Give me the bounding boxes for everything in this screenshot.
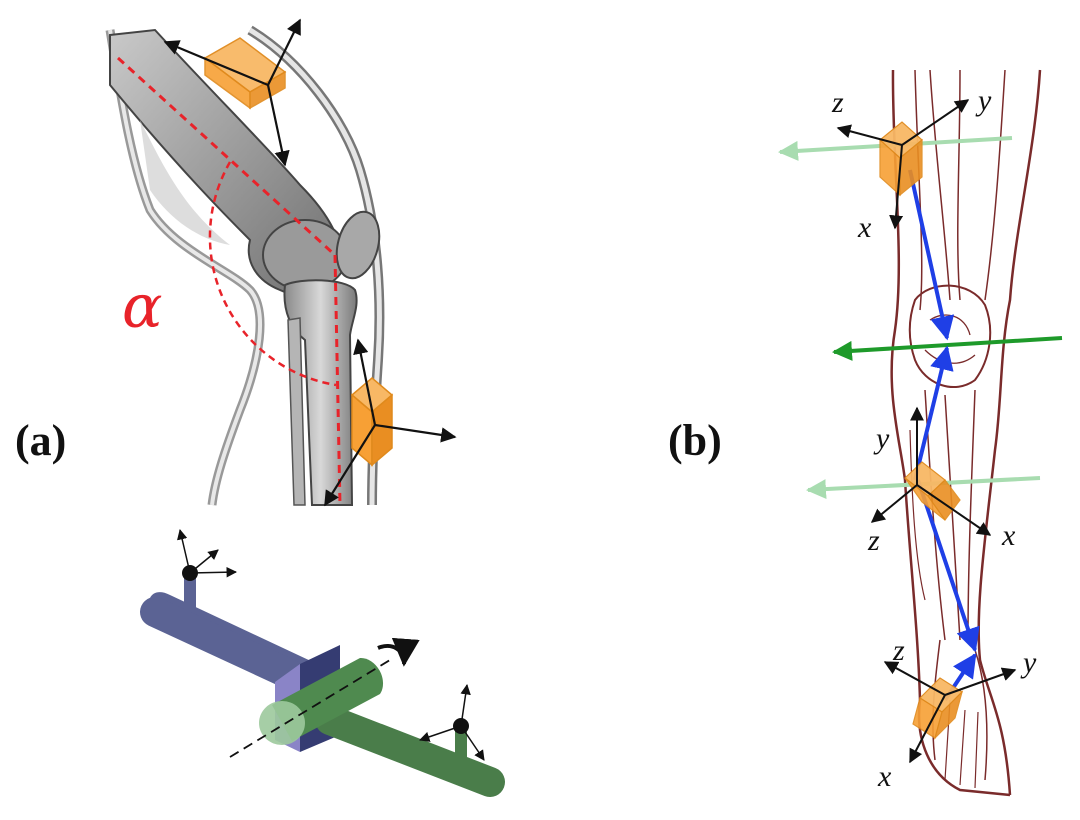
shank-upper-vector [913, 345, 954, 481]
hinge-joint-model [140, 528, 505, 797]
foot-axis-y-label: y [1020, 646, 1037, 679]
panel-a-label: (a) [15, 416, 66, 465]
foot-axis-x-label: x [877, 760, 892, 793]
panel-b-label: (b) [668, 416, 722, 465]
shank-axis-z-label: z [867, 524, 880, 557]
foot-sensor-b: z y x [877, 634, 1037, 793]
shank-lower-vector [916, 479, 980, 653]
thigh-vector [908, 169, 955, 341]
thigh-sensor-a [163, 18, 301, 167]
shank-axis-x-label: x [1001, 519, 1016, 552]
knee-angle-annotation: α [116, 56, 342, 506]
shank-sensor-b: y z x [867, 406, 1016, 557]
foot-axis-z-label: z [892, 634, 905, 667]
thigh-sensor-b: z y x [831, 84, 992, 244]
knee-axis [832, 336, 1063, 361]
patella [335, 210, 381, 280]
thigh-axis-x-label: x [857, 211, 872, 244]
joint-rotation-axes [778, 136, 1063, 500]
rotation-arrow [377, 637, 420, 667]
femur-axis-line [116, 56, 337, 257]
shank-sensor-a [324, 338, 457, 507]
segment-vectors [908, 169, 980, 702]
fibula [287, 317, 306, 506]
shank-axis-y-label: y [873, 422, 890, 455]
thigh-axis-z-label: z [831, 86, 844, 119]
angle-alpha-label: α [122, 272, 163, 342]
angle-arc [208, 161, 337, 387]
lower-link [315, 705, 505, 797]
knee-illustration [105, 25, 385, 506]
thigh-axis-y-label: y [975, 84, 992, 117]
